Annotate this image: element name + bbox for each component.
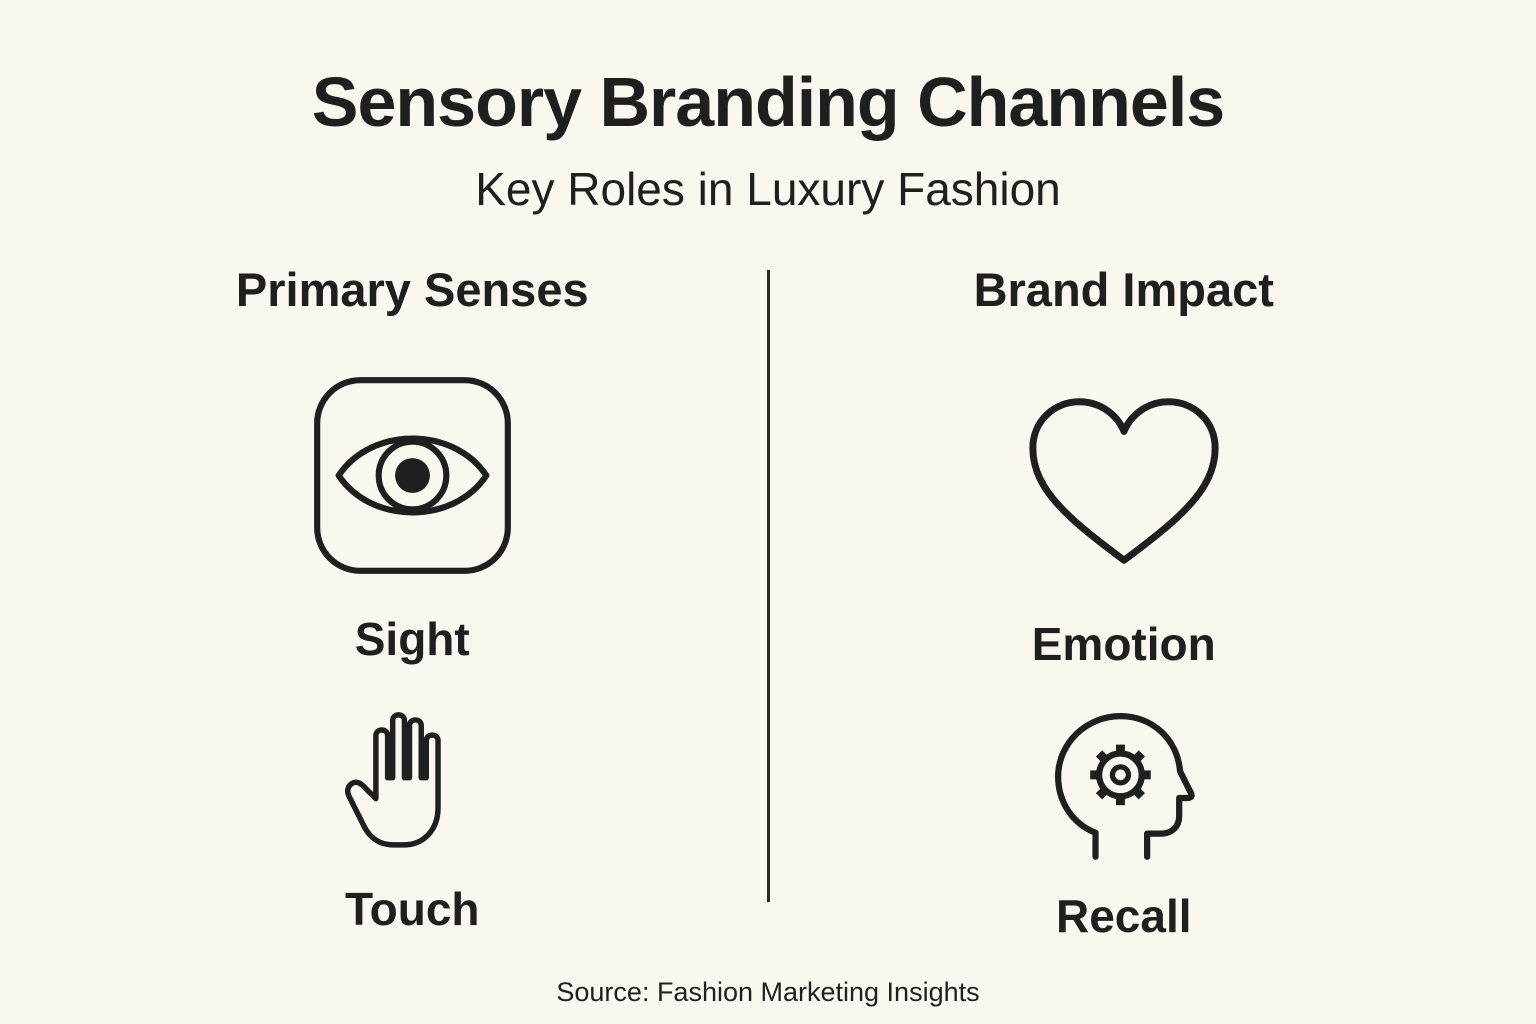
columns-layout: Primary Senses Sight Touch Brand I [58, 262, 1478, 943]
column-heading-brand-impact: Brand Impact [973, 262, 1274, 316]
label-emotion: Emotion [1031, 617, 1216, 670]
column-brand-impact: Brand Impact Emotion [770, 262, 1479, 943]
eye-icon [310, 373, 515, 578]
column-primary-senses: Primary Senses Sight Touch [58, 262, 767, 936]
label-touch: Touch [344, 882, 480, 935]
hand-icon [328, 692, 496, 860]
head-gear-icon [1035, 693, 1213, 871]
page-subtitle: Key Roles in Luxury Fashion [475, 162, 1061, 215]
source-attribution: Source: Fashion Marketing Insights [556, 977, 980, 1007]
heart-icon [1015, 381, 1233, 581]
label-recall: Recall [1055, 889, 1192, 942]
column-heading-primary-senses: Primary Senses [235, 262, 589, 316]
page-title: Sensory Branding Channels [311, 63, 1225, 141]
header: Sensory Branding Channels Key Roles in L… [0, 0, 1536, 216]
label-sight: Sight [354, 612, 470, 665]
vertical-divider [766, 269, 770, 902]
